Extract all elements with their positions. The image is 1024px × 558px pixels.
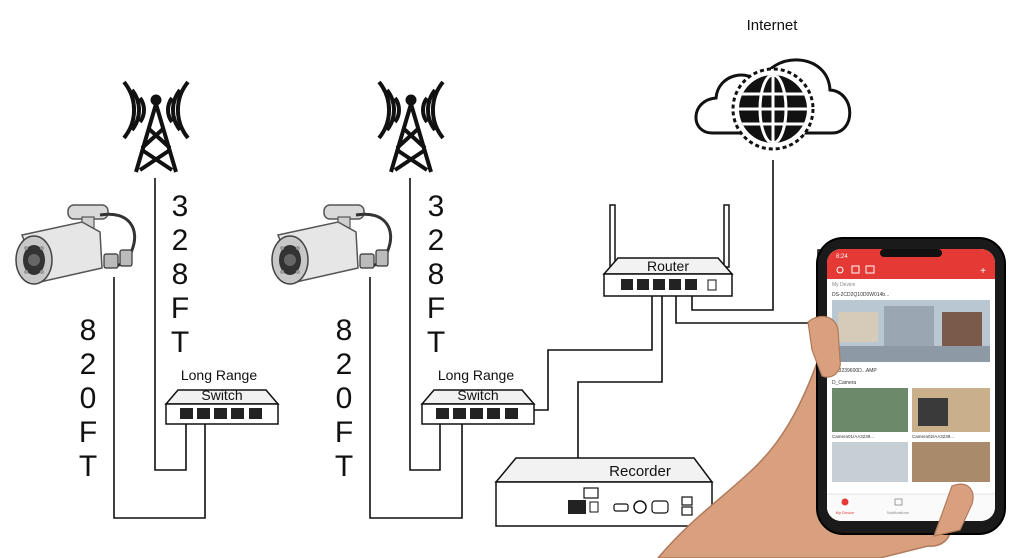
camera-name: Camera01/AA3239... — [832, 434, 874, 439]
distance-char: 3 — [172, 190, 189, 223]
recorder-label: Recorder — [609, 463, 671, 480]
distance-char: 8 — [336, 314, 353, 347]
home-tab-icon[interactable] — [841, 498, 849, 506]
switch-label-line1: Long Range — [181, 367, 258, 383]
distance-char: 3 — [428, 190, 445, 223]
bullet-camera-icon — [15, 204, 137, 285]
notification-tab-icon[interactable] — [894, 498, 903, 506]
distance-label-328ft: 3 2 8 F T — [171, 190, 189, 359]
cabling — [113, 160, 808, 519]
router-label: Router — [647, 258, 689, 274]
refresh-icon[interactable] — [836, 266, 844, 274]
distance-char: F — [79, 416, 97, 449]
internet-label: Internet — [747, 17, 799, 34]
distance-char: F — [427, 292, 445, 325]
distance-char: T — [79, 450, 97, 483]
distance-char: 8 — [172, 258, 189, 291]
distance-label-328ft: 3 2 8 F T — [427, 190, 445, 359]
distance-char: 2 — [428, 224, 445, 257]
distance-label-820ft: 8 2 0 F T — [335, 314, 353, 483]
network-switch-icon — [164, 389, 280, 425]
camera-thumbnail[interactable] — [832, 442, 908, 482]
tab-notifications[interactable]: Notifications — [887, 510, 909, 515]
distance-char: F — [335, 416, 353, 449]
distance-char: 2 — [336, 348, 353, 381]
tab-my-device[interactable]: My Device — [836, 510, 855, 515]
camera-name: Camera02/AA3239... — [912, 434, 954, 439]
distance-char: 8 — [80, 314, 97, 347]
switch-label-line2: Switch — [201, 387, 242, 403]
device-name[interactable]: AA3239600D...AMP — [832, 368, 877, 374]
camera-thumbnail[interactable] — [912, 442, 990, 482]
antenna-tower-icon — [122, 80, 190, 173]
camera-thumbnail[interactable] — [832, 388, 908, 432]
router-icon — [602, 204, 734, 297]
distance-char: T — [335, 450, 353, 483]
thumb-illustration — [807, 315, 974, 537]
bullet-camera-icon — [271, 204, 393, 285]
globe-icon — [731, 67, 815, 151]
distance-char: 2 — [172, 224, 189, 257]
switch-label-line2: Switch — [457, 387, 498, 403]
antenna-tower-icon — [377, 80, 445, 173]
distance-char: 0 — [336, 382, 353, 415]
add-device-button[interactable]: + — [980, 266, 986, 277]
header-title: My Device — [832, 282, 856, 288]
smartphone: 8:24 + My Device DS-2CD2Q10D0W014b... AA… — [816, 237, 1006, 535]
network-switch-icon — [420, 389, 536, 425]
distance-char: 0 — [80, 382, 97, 415]
distance-char: 2 — [80, 348, 97, 381]
device-name[interactable]: D_Camera — [832, 380, 856, 386]
switch-label-line1: Long Range — [438, 367, 515, 383]
distance-char: 8 — [428, 258, 445, 291]
status-time: 8:24 — [836, 254, 848, 260]
distance-label-820ft: 8 2 0 F T — [79, 314, 97, 483]
distance-char: F — [171, 292, 189, 325]
message-icon[interactable] — [865, 265, 875, 274]
recorder-icon — [494, 457, 714, 527]
distance-char: T — [171, 326, 189, 359]
record-icon[interactable] — [851, 265, 860, 274]
device-name[interactable]: DS-2CD2Q10D0W014b... — [832, 292, 889, 298]
distance-char: T — [427, 326, 445, 359]
